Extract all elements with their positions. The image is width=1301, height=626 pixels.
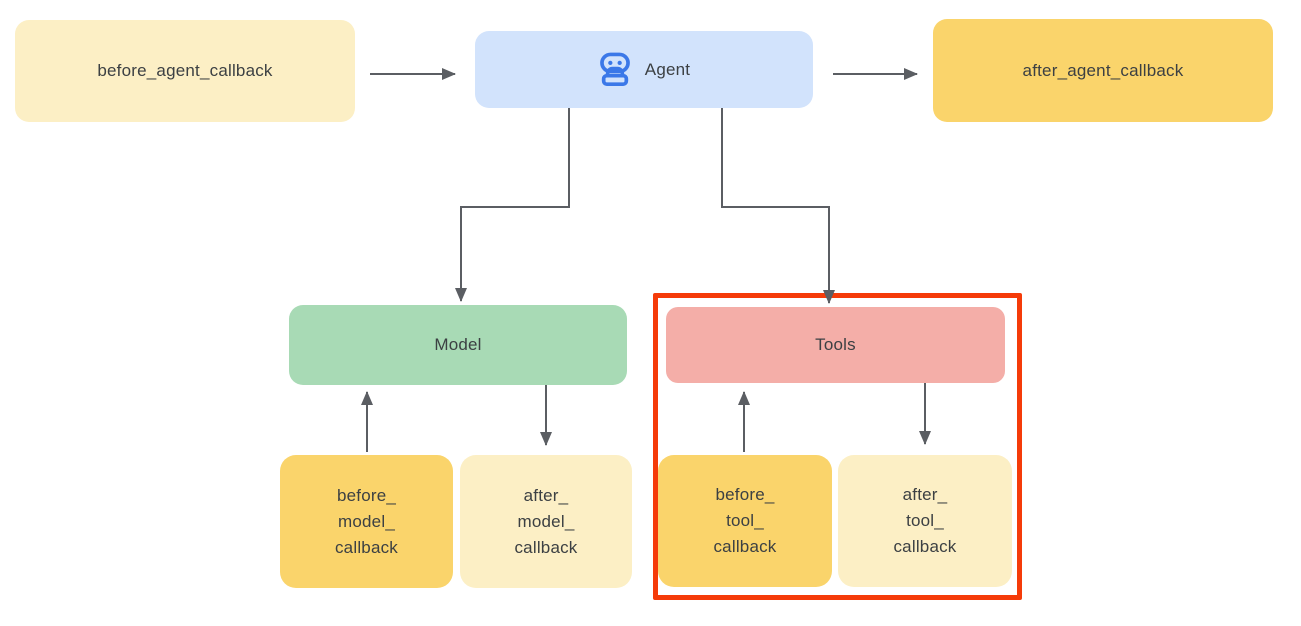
node-agent: Agent [475,31,813,108]
node-tools: Tools [666,307,1005,383]
node-label: after_agent_callback [1022,60,1184,80]
node-label: Model [434,335,482,354]
edge-agent-to-tools [721,108,835,304]
node-after-model-callback: after_ model_ callback [460,455,632,588]
node-label: after_ tool_ callback [893,485,957,556]
node-before-tool-callback: before_ tool_ callback [658,455,832,587]
node-label: Agent [644,59,691,79]
node-label: before_agent_callback [97,61,273,80]
robot-icon [599,52,630,86]
node-after-tool-callback: after_ tool_ callback [838,455,1012,587]
node-label: Tools [815,335,856,354]
node-label: before_ tool_ callback [713,485,777,556]
node-label: after_ model_ callback [514,485,578,557]
node-model: Model [289,305,627,385]
node-label: before_ model_ callback [334,485,399,557]
edge-agent-to-model [455,108,570,302]
node-after-agent-callback: after_agent_callback [933,19,1273,122]
node-before-agent-callback: before_agent_callback [15,20,355,122]
node-before-model-callback: before_ model_ callback [280,455,453,588]
